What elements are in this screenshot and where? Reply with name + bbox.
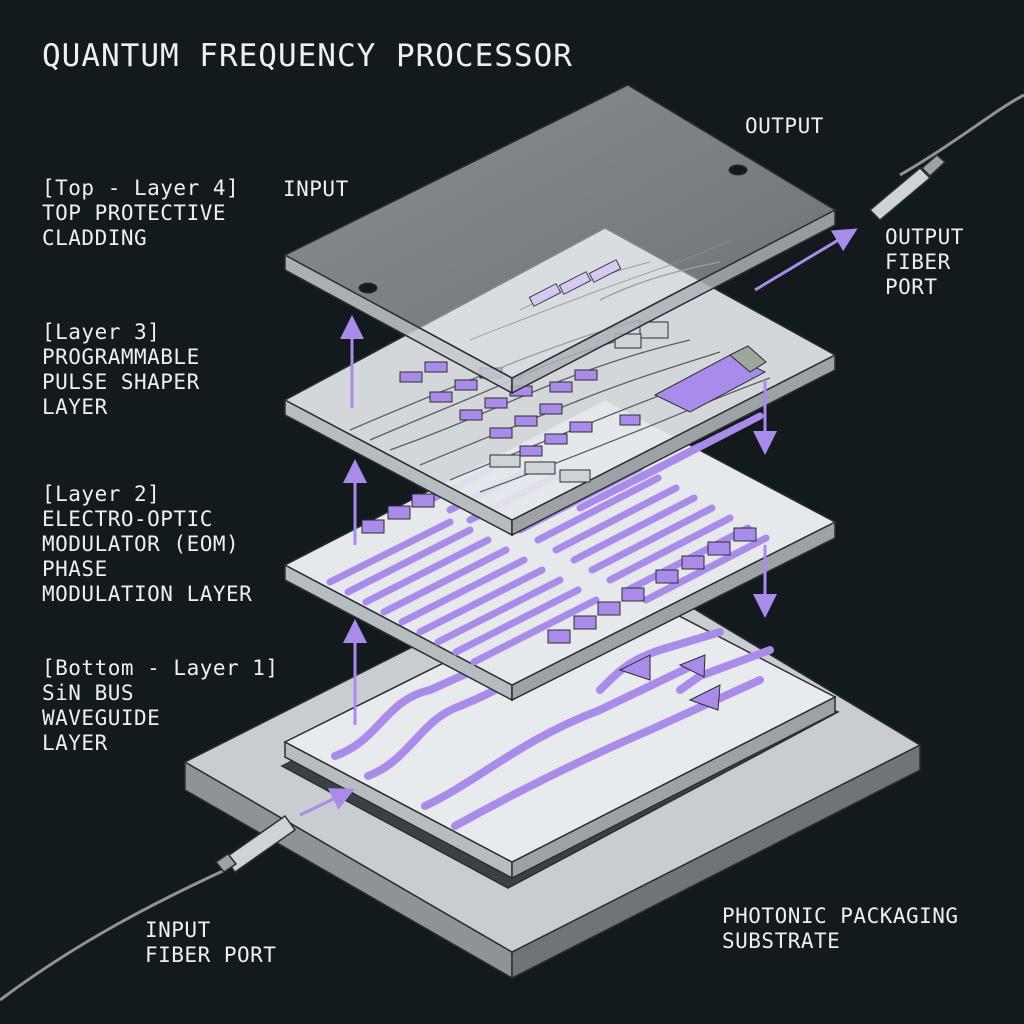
diagram-title: QUANTUM FREQUENCY PROCESSOR bbox=[42, 38, 573, 74]
label-layer4: [Top - Layer 4] TOP PROTECTIVE CLADDING bbox=[42, 176, 240, 250]
arrow-from-input-port bbox=[299, 788, 355, 817]
input-fiber-connector bbox=[0, 814, 297, 1002]
output-fiber-connector bbox=[868, 93, 1024, 222]
flow-arrows bbox=[299, 228, 858, 817]
layer1-waveguide bbox=[283, 579, 837, 880]
label-layer2: [Layer 2] ELECTRO-OPTIC MODULATOR (EOM) … bbox=[42, 482, 253, 606]
modulator-pads bbox=[361, 493, 757, 644]
shaper-chips bbox=[489, 321, 669, 483]
waveguide-traces bbox=[331, 628, 774, 830]
label-substrate: PHOTONIC PACKAGING SUBSTRATE bbox=[722, 904, 959, 953]
layer3-pulse-shaper bbox=[283, 227, 837, 537]
label-layer3: [Layer 3] PROGRAMMABLE PULSE SHAPER LAYE… bbox=[42, 320, 200, 419]
arrow-to-output-port bbox=[754, 228, 858, 292]
label-output-top: OUTPUT bbox=[745, 114, 824, 138]
alignment-hole-left bbox=[358, 282, 378, 294]
alignment-hole-right bbox=[728, 164, 748, 176]
label-output-fiber-port: OUTPUT FIBER PORT bbox=[885, 225, 964, 299]
layer4-cladding bbox=[283, 84, 837, 395]
label-input-fiber-port: INPUT FIBER PORT bbox=[145, 918, 277, 967]
label-input-top: INPUT bbox=[283, 177, 349, 201]
layer2-eom bbox=[283, 399, 837, 702]
label-layer1: [Bottom - Layer 1] SiN BUS WAVEGUIDE LAY… bbox=[42, 656, 279, 755]
